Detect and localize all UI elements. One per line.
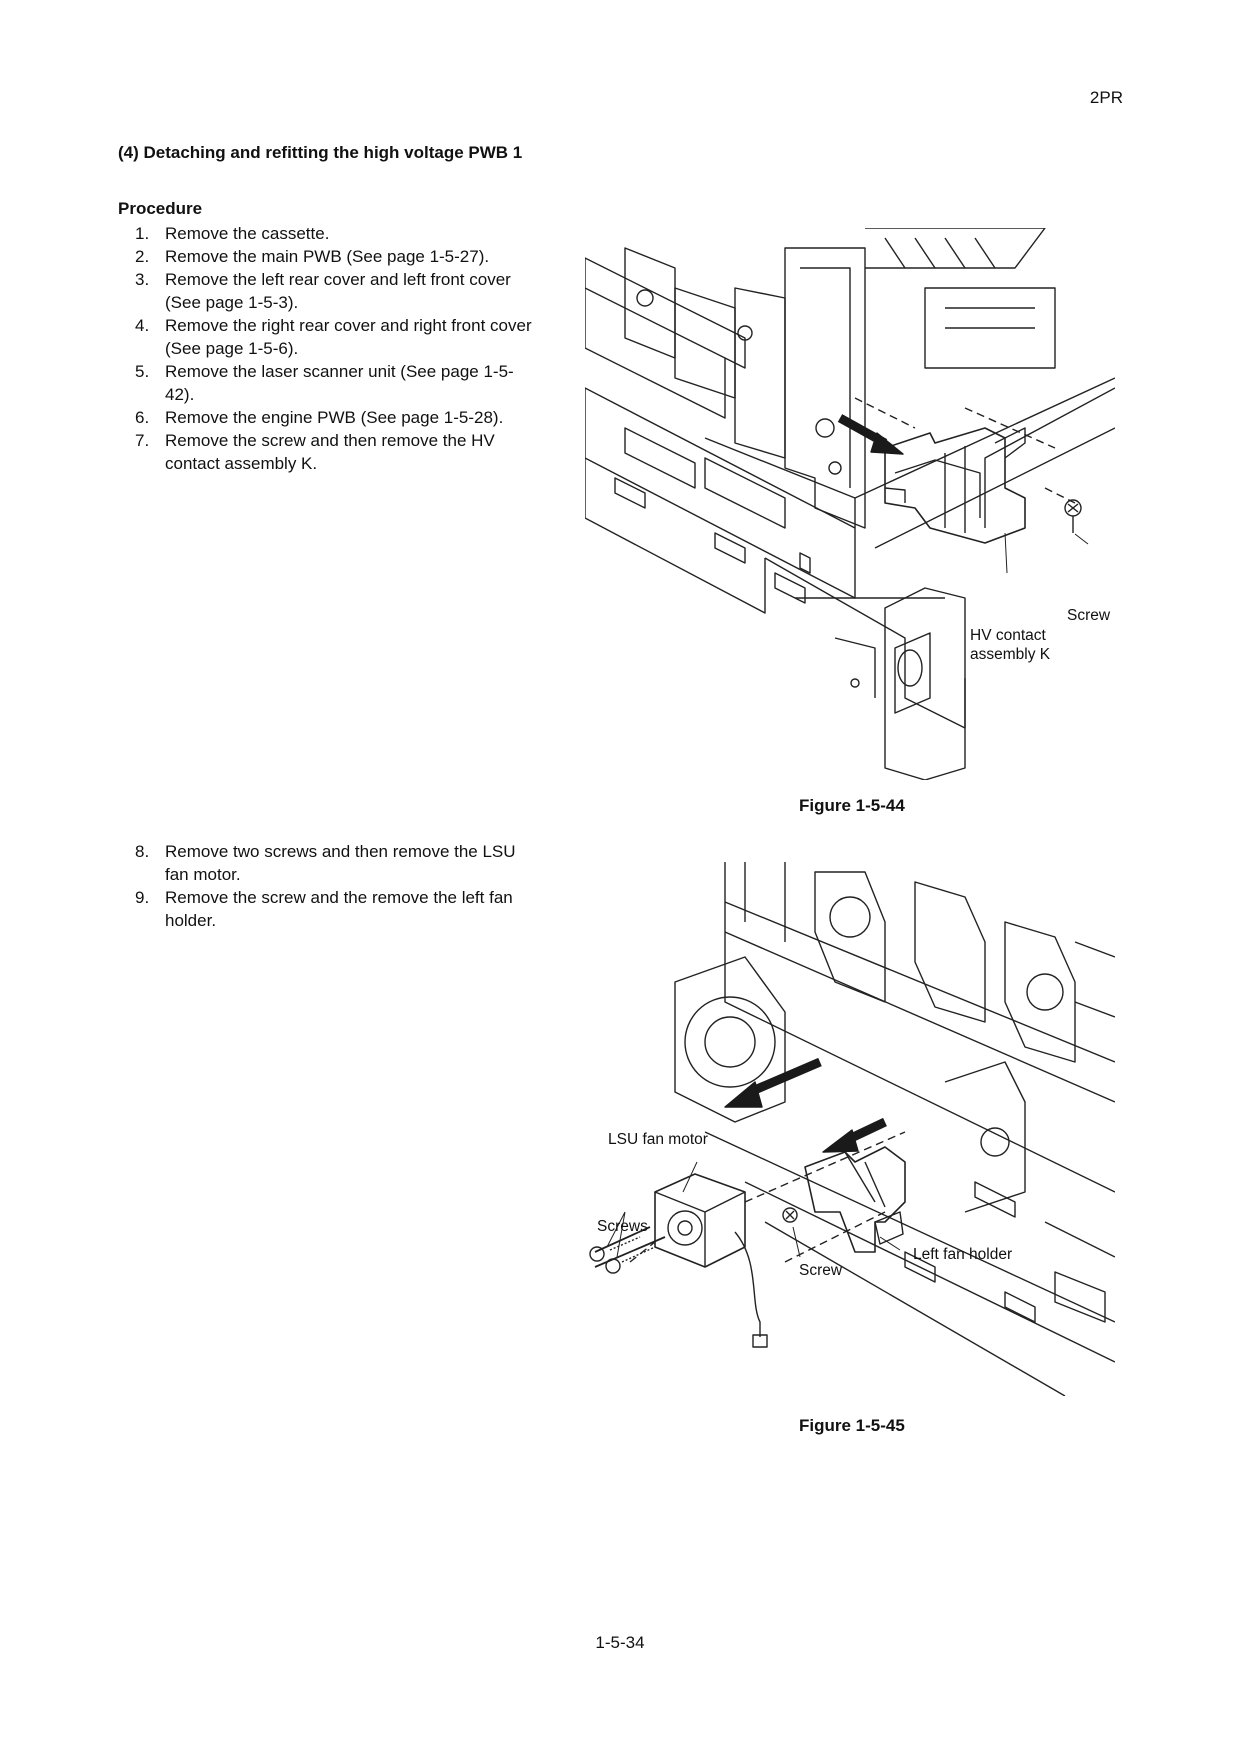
callout-screws: Screws bbox=[597, 1218, 648, 1235]
procedure-step: 3. Remove the left rear cover and left fr… bbox=[118, 268, 538, 314]
callout-lsu-fan-motor: LSU fan motor bbox=[608, 1131, 708, 1148]
illustration-lsu-fan-removal bbox=[589, 862, 1115, 1396]
step-text: Remove the main PWB (See page 1-5-27). bbox=[165, 247, 490, 266]
step-text: Remove the engine PWB (See page 1-5-28). bbox=[165, 408, 504, 427]
step-number: 4. bbox=[135, 316, 150, 335]
procedure-step: 1. Remove the cassette. bbox=[118, 222, 538, 245]
document-code: 2PR bbox=[1089, 88, 1123, 107]
procedure-steps-group-2: 8. Remove two screws and then remove the … bbox=[118, 840, 538, 932]
procedure-step: 9. Remove the screw and the remove the le… bbox=[118, 886, 538, 932]
procedure-step: 4. Remove the right rear cover and right … bbox=[118, 314, 538, 360]
step-number: 7. bbox=[135, 431, 150, 450]
procedure-step: 7. Remove the screw and then remove the H… bbox=[118, 429, 538, 475]
callout-screw: Screw bbox=[799, 1262, 843, 1279]
step-text: Remove the screw and then remove the HV … bbox=[165, 431, 495, 473]
procedure-step: 8. Remove two screws and then remove the … bbox=[118, 840, 538, 886]
step-number: 8. bbox=[135, 842, 150, 861]
section-title: (4) Detaching and refitting the high vol… bbox=[118, 143, 523, 162]
figure-caption: Figure 1-5-44 bbox=[799, 796, 905, 815]
step-number: 6. bbox=[135, 408, 150, 427]
callout-hv-contact-line2: assembly K bbox=[970, 646, 1051, 663]
procedure-heading: Procedure bbox=[118, 199, 203, 218]
figure-caption: Figure 1-5-45 bbox=[799, 1416, 905, 1435]
callout-left-fan-holder: Left fan holder bbox=[913, 1246, 1013, 1263]
page-number: 1-5-34 bbox=[595, 1633, 645, 1652]
procedure-step: 6. Remove the engine PWB (See page 1-5-28… bbox=[118, 406, 538, 429]
figure-lsu-fan-motor bbox=[585, 862, 1115, 1396]
procedure-step: 2. Remove the main PWB (See page 1-5-27). bbox=[118, 245, 538, 268]
step-text: Remove the left rear cover and left fron… bbox=[165, 270, 511, 312]
illustration-hv-contact-removal bbox=[585, 228, 1115, 780]
step-text: Remove the cassette. bbox=[165, 224, 330, 243]
step-number: 3. bbox=[135, 270, 150, 289]
step-number: 9. bbox=[135, 888, 150, 907]
procedure-step: 5. Remove the laser scanner unit (See pag… bbox=[118, 360, 538, 406]
step-number: 2. bbox=[135, 247, 150, 266]
step-text: Remove two screws and then remove the LS… bbox=[165, 842, 516, 884]
callout-screw: Screw bbox=[1067, 607, 1111, 624]
step-text: Remove the screw and the remove the left… bbox=[165, 888, 513, 930]
figure-hv-contact-assembly bbox=[585, 228, 1115, 780]
step-number: 1. bbox=[135, 224, 150, 243]
step-text: Remove the laser scanner unit (See page … bbox=[165, 362, 514, 404]
callout-hv-contact-line1: HV contact bbox=[970, 627, 1046, 644]
procedure-steps-group-1: 1. Remove the cassette. 2. Remove the main… bbox=[118, 222, 538, 475]
step-text: Remove the right rear cover and right fr… bbox=[165, 316, 532, 358]
step-number: 5. bbox=[135, 362, 150, 381]
